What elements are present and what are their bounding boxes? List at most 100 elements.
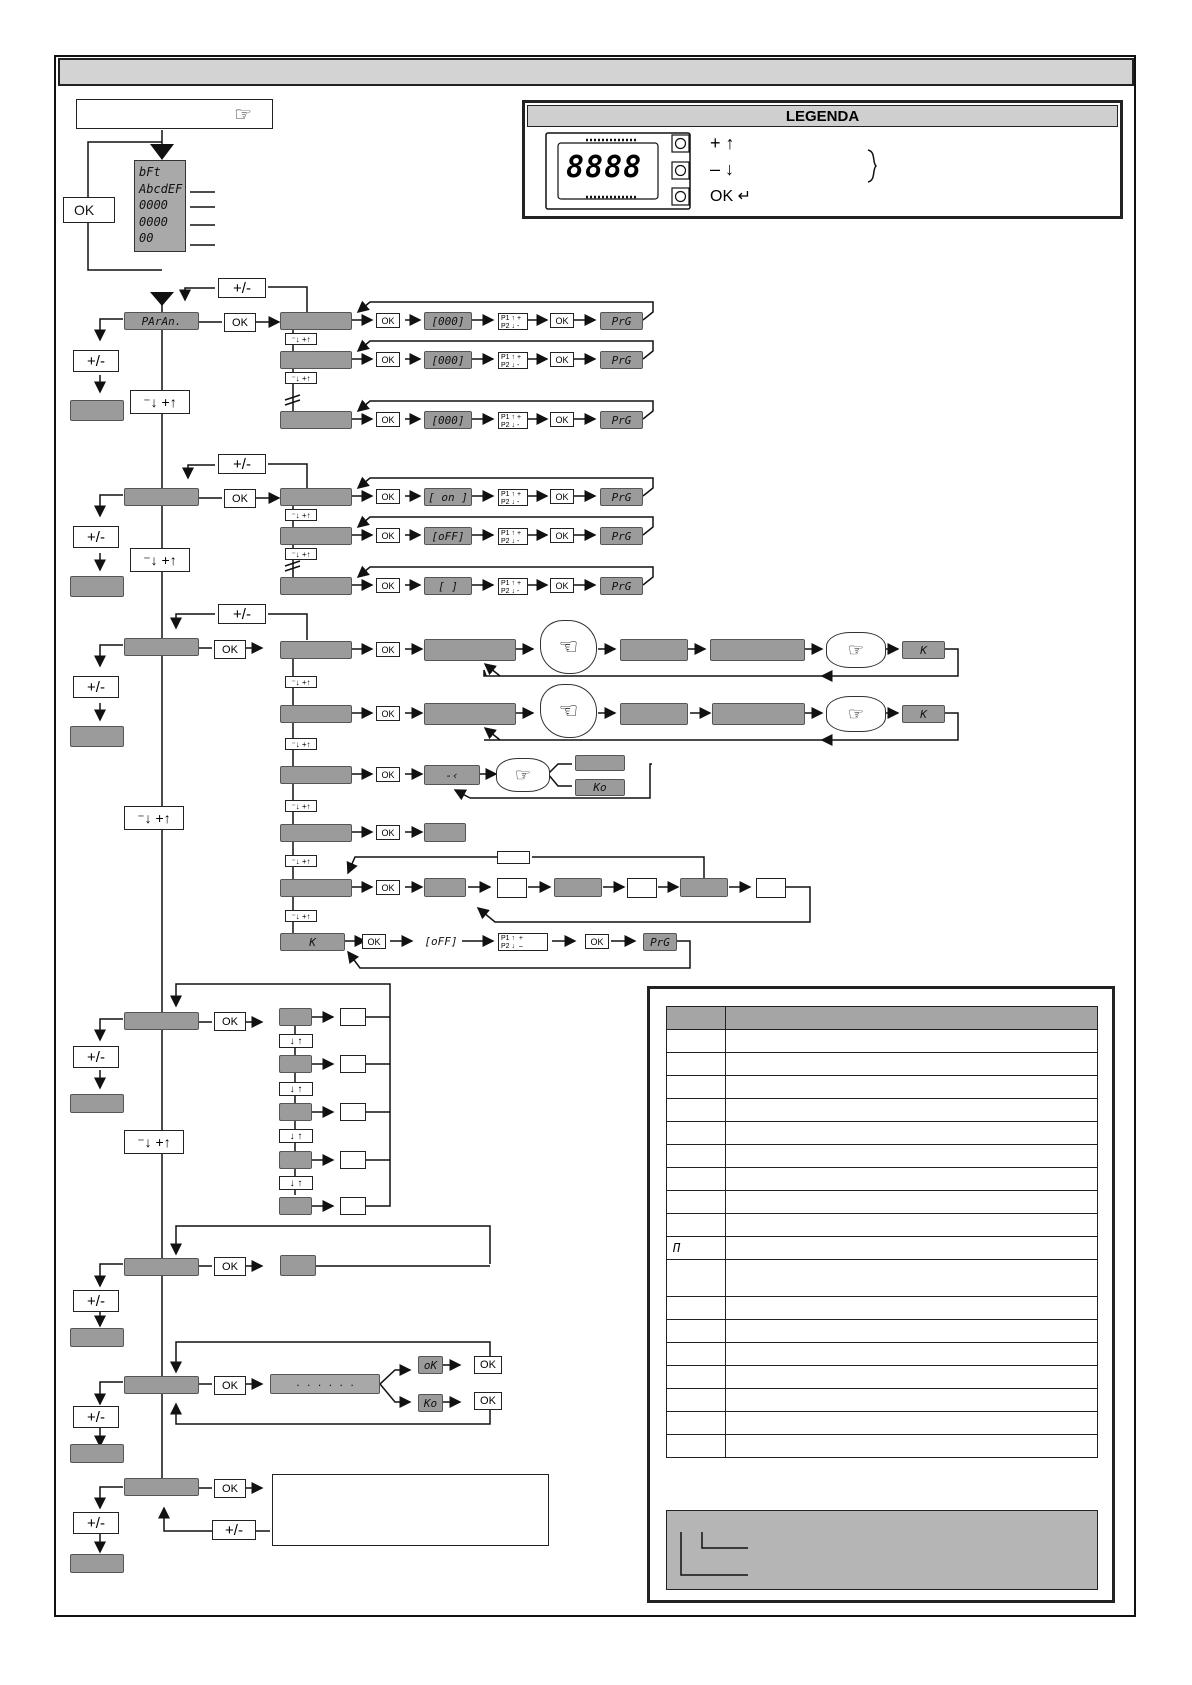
down-up-buttons[interactable]: ⁻↓ +↑	[285, 738, 317, 750]
plus-minus-button[interactable]: +/-	[73, 350, 119, 372]
value-box	[627, 878, 657, 898]
plus-minus-button[interactable]: +/-	[218, 454, 266, 474]
menu-item	[124, 1478, 199, 1496]
ok-button[interactable]: OK	[376, 412, 400, 427]
ok-button[interactable]: OK	[214, 640, 246, 659]
table-row	[666, 1121, 1098, 1145]
table-row	[666, 1388, 1098, 1412]
plus-minus-button[interactable]: +/-	[73, 526, 119, 548]
plus-minus-button[interactable]: +/-	[218, 278, 266, 298]
table-row	[666, 1434, 1098, 1458]
ok-button[interactable]: OK	[376, 642, 400, 657]
ok-button[interactable]: OK	[376, 313, 400, 328]
logic-item	[280, 577, 352, 595]
ok-button[interactable]: OK	[376, 767, 400, 782]
table-header-row	[666, 1006, 1098, 1030]
table-row	[666, 1411, 1098, 1435]
p1-p2-up-down-icon[interactable]: P1 ↑ + P2 ↓ -	[498, 528, 528, 545]
ok-button[interactable]: OK	[214, 1376, 246, 1395]
table-row	[666, 1144, 1098, 1168]
down-up-buttons[interactable]: ⁻↓ +↑	[285, 333, 317, 345]
plus-minus-button[interactable]: +/-	[73, 1512, 119, 1534]
start-box: ☞	[76, 99, 273, 129]
ok-button[interactable]: OK	[585, 934, 609, 949]
radio-result: K	[902, 641, 945, 659]
menu-item	[124, 1258, 199, 1276]
p1-p2-up-down-icon[interactable]: P1 ↑ + P2 ↓ –	[498, 933, 548, 951]
ok-button[interactable]: OK	[63, 197, 115, 223]
plus-minus-button[interactable]: +/-	[212, 1520, 256, 1540]
radio-step	[680, 878, 728, 897]
ok-button[interactable]: OK	[550, 313, 574, 328]
ok-button[interactable]: OK	[214, 1479, 246, 1498]
arrow-up-icon: ↑	[725, 133, 735, 153]
down-up-buttons[interactable]: ⁻↓ +↑	[124, 806, 184, 830]
menu-item	[124, 488, 199, 506]
ok-button[interactable]: OK	[362, 934, 386, 949]
ok-button[interactable]: OK	[550, 528, 574, 543]
ok-button[interactable]: OK	[224, 489, 256, 508]
ok-button[interactable]: OK	[376, 578, 400, 593]
down-up-buttons[interactable]: ⁻↓ +↑	[285, 800, 317, 812]
plus-minus-button[interactable]: +/-	[218, 604, 266, 624]
table-row	[666, 1029, 1098, 1053]
radio-step	[424, 639, 516, 661]
ok-button[interactable]: OK	[214, 1012, 246, 1031]
p1-p2-up-down-icon[interactable]: P1 ↑ + P2 ↓ -	[498, 313, 528, 330]
radio-item	[280, 879, 352, 897]
down-up-buttons[interactable]: ⁻↓ +↑	[285, 372, 317, 384]
ok-button[interactable]: OK	[376, 825, 400, 840]
value-box	[756, 878, 786, 898]
p1-p2-up-down-icon[interactable]: P1 ↑ + P2 ↓ -	[498, 352, 528, 369]
logic-item	[280, 527, 352, 545]
return-arrow-icon: ↵	[737, 188, 751, 205]
ok-button[interactable]: OK	[376, 489, 400, 504]
value-box	[497, 851, 530, 864]
display-line: 0000	[139, 198, 168, 212]
ok-button[interactable]: OK	[376, 880, 400, 895]
table-row	[666, 1167, 1098, 1191]
table-row	[666, 1213, 1098, 1237]
down-up-buttons[interactable]: ↓ ↑	[279, 1082, 313, 1096]
ok-button[interactable]: OK	[550, 489, 574, 504]
down-up-buttons[interactable]: ⁻↓ +↑	[130, 548, 190, 572]
menu-item	[70, 400, 124, 421]
radio-step	[710, 639, 805, 661]
ok-button[interactable]: OK	[474, 1356, 502, 1374]
plus-minus-button[interactable]: +/-	[73, 1406, 119, 1428]
plus-minus-button[interactable]: +/-	[73, 1290, 119, 1312]
down-up-buttons[interactable]: ⁻↓ +↑	[285, 855, 317, 867]
ok-button[interactable]: OK	[376, 528, 400, 543]
down-up-buttons[interactable]: ⁻↓ +↑	[285, 910, 317, 922]
ok-button[interactable]: OK	[550, 578, 574, 593]
down-up-buttons[interactable]: ⁻↓ +↑	[285, 548, 317, 560]
down-up-buttons[interactable]: ↓ ↑	[279, 1034, 313, 1048]
down-up-buttons[interactable]: ⁻↓ +↑	[124, 1130, 184, 1154]
p1-p2-up-down-icon[interactable]: P1 ↑ + P2 ↓ -	[498, 578, 528, 595]
down-up-buttons[interactable]: ⁻↓ +↑	[285, 676, 317, 688]
ok-button[interactable]: OK	[376, 352, 400, 367]
plus-minus-button[interactable]: +/-	[73, 676, 119, 698]
remote-press-icon: ☞	[496, 758, 550, 792]
ok-button[interactable]: OK	[376, 706, 400, 721]
value-display: [oFF]	[420, 932, 462, 951]
p1-p2-up-down-icon[interactable]: P1 ↑ + P2 ↓ -	[498, 489, 528, 506]
ok-button[interactable]: OK	[550, 412, 574, 427]
input-item	[279, 1197, 312, 1215]
down-up-buttons[interactable]: ↓ ↑	[279, 1129, 313, 1143]
ok-button[interactable]: OK	[550, 352, 574, 367]
plus-minus-button[interactable]: +/-	[73, 1046, 119, 1068]
ok-button[interactable]: OK	[224, 313, 256, 332]
p1-p2-up-down-icon[interactable]: P1 ↑ + P2 ↓ -	[498, 412, 528, 429]
down-up-buttons[interactable]: ⁻↓ +↑	[130, 390, 190, 414]
down-up-buttons[interactable]: ⁻↓ +↑	[285, 509, 317, 521]
ok-button[interactable]: OK	[474, 1392, 502, 1410]
radio-step	[424, 823, 466, 842]
radio-item	[280, 824, 352, 842]
param-item	[280, 411, 352, 429]
menu-item	[124, 1012, 199, 1030]
param-menu-label: PArAn.	[124, 312, 199, 330]
down-up-buttons[interactable]: ↓ ↑	[279, 1176, 313, 1190]
ok-button[interactable]: OK	[214, 1257, 246, 1276]
